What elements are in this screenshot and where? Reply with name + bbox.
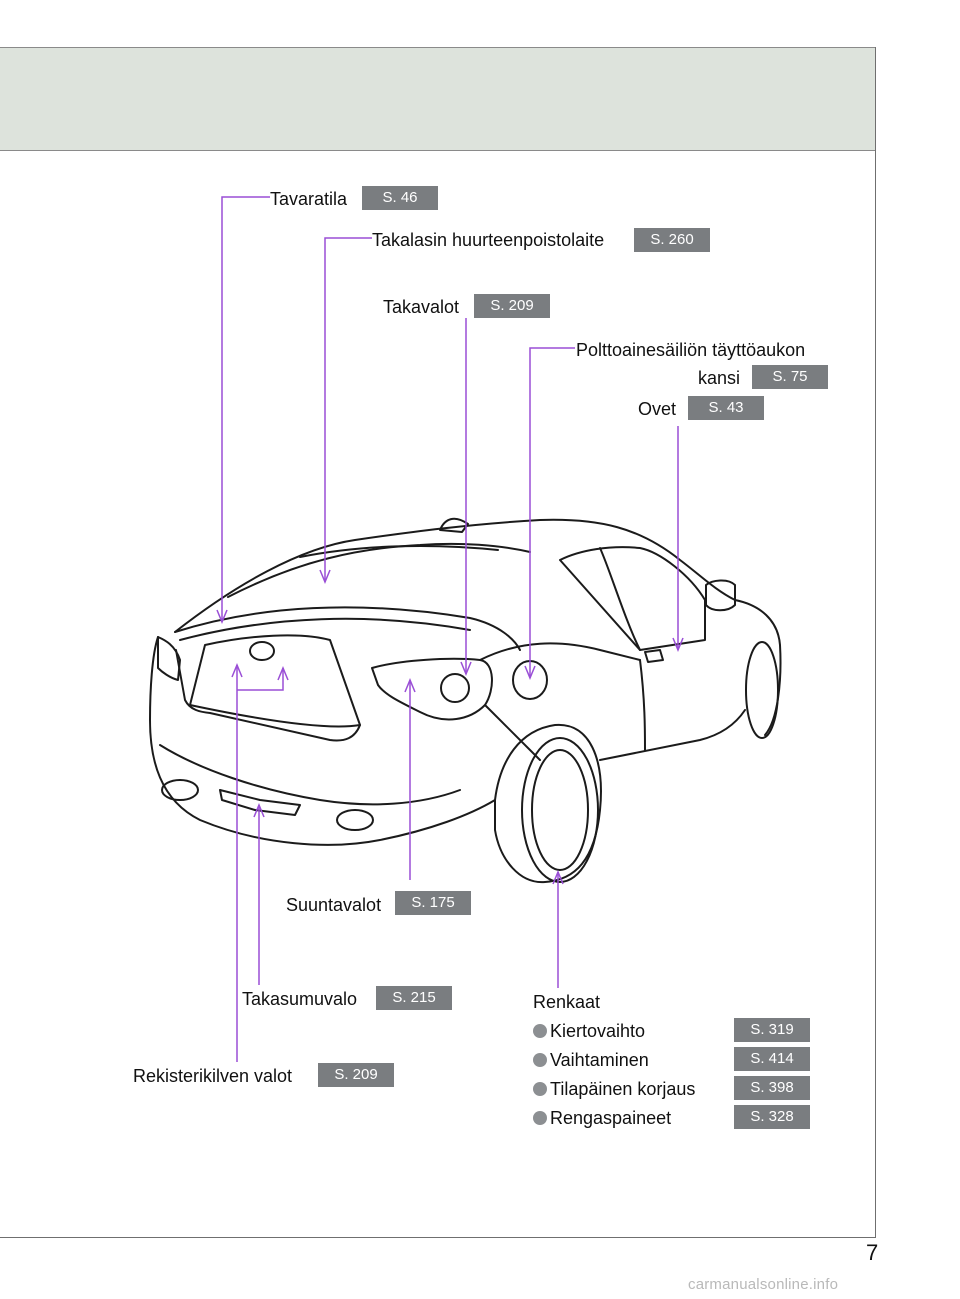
label-polttoainesailio-line1: Polttoainesäiliön täyttöaukon — [576, 340, 806, 360]
bullet-icon — [533, 1024, 547, 1038]
label-takasumuvalo: Takasumuvalo — [242, 989, 358, 1009]
label-takalasin-huurteenpoistolaite: Takalasin huurteenpoistolaite — [372, 230, 605, 250]
label-rekisterikilven-valot: Rekisterikilven valot — [133, 1066, 293, 1086]
label-takavalot: Takavalot — [383, 297, 460, 317]
header-band — [0, 47, 876, 151]
leader-lines — [216, 196, 684, 1062]
renkaat-item-tilapainen-korjaus: Tilapäinen korjaus — [533, 1078, 695, 1100]
ref-badge-suuntavalot[interactable]: S. 175 — [395, 891, 471, 915]
bullet-icon — [533, 1053, 547, 1067]
page-bottom-rule — [0, 1237, 876, 1238]
ref-badge-polttoaine[interactable]: S. 75 — [752, 365, 828, 389]
label-tavaratila: Tavaratila — [270, 189, 348, 209]
ref-badge-rekisterikilven[interactable]: S. 209 — [318, 1063, 394, 1087]
ref-badge-kiertovaihto[interactable]: S. 319 — [734, 1018, 810, 1042]
ref-badge-rengaspaineet[interactable]: S. 328 — [734, 1105, 810, 1129]
ref-badge-takalasin[interactable]: S. 260 — [634, 228, 710, 252]
watermark: carmanualsonline.info — [688, 1276, 839, 1293]
car-body-outline — [149, 517, 782, 884]
ref-badge-ovet[interactable]: S. 43 — [688, 396, 764, 420]
ref-badge-takasumuvalo[interactable]: S. 215 — [376, 986, 452, 1010]
bullet-icon — [533, 1082, 547, 1096]
ref-badge-takavalot[interactable]: S. 209 — [474, 294, 550, 318]
bullet-icon — [533, 1111, 547, 1125]
label-ovet: Ovet — [638, 399, 677, 419]
renkaat-item-kiertovaihto: Kiertovaihto — [533, 1020, 645, 1042]
label-renkaat: Renkaat — [533, 992, 601, 1012]
renkaat-item-vaihtaminen: Vaihtaminen — [533, 1049, 649, 1071]
page-right-rule — [875, 47, 876, 1237]
label-suuntavalot: Suuntavalot — [286, 895, 382, 915]
label-polttoainesailio-line2: kansi — [698, 368, 741, 388]
renkaat-item-rengaspaineet: Rengaspaineet — [533, 1107, 671, 1129]
page-number: 7 — [866, 1240, 879, 1265]
ref-badge-tavaratila[interactable]: S. 46 — [362, 186, 438, 210]
ref-badge-tilapainen-korjaus[interactable]: S. 398 — [734, 1076, 810, 1100]
ref-badge-vaihtaminen[interactable]: S. 414 — [734, 1047, 810, 1071]
